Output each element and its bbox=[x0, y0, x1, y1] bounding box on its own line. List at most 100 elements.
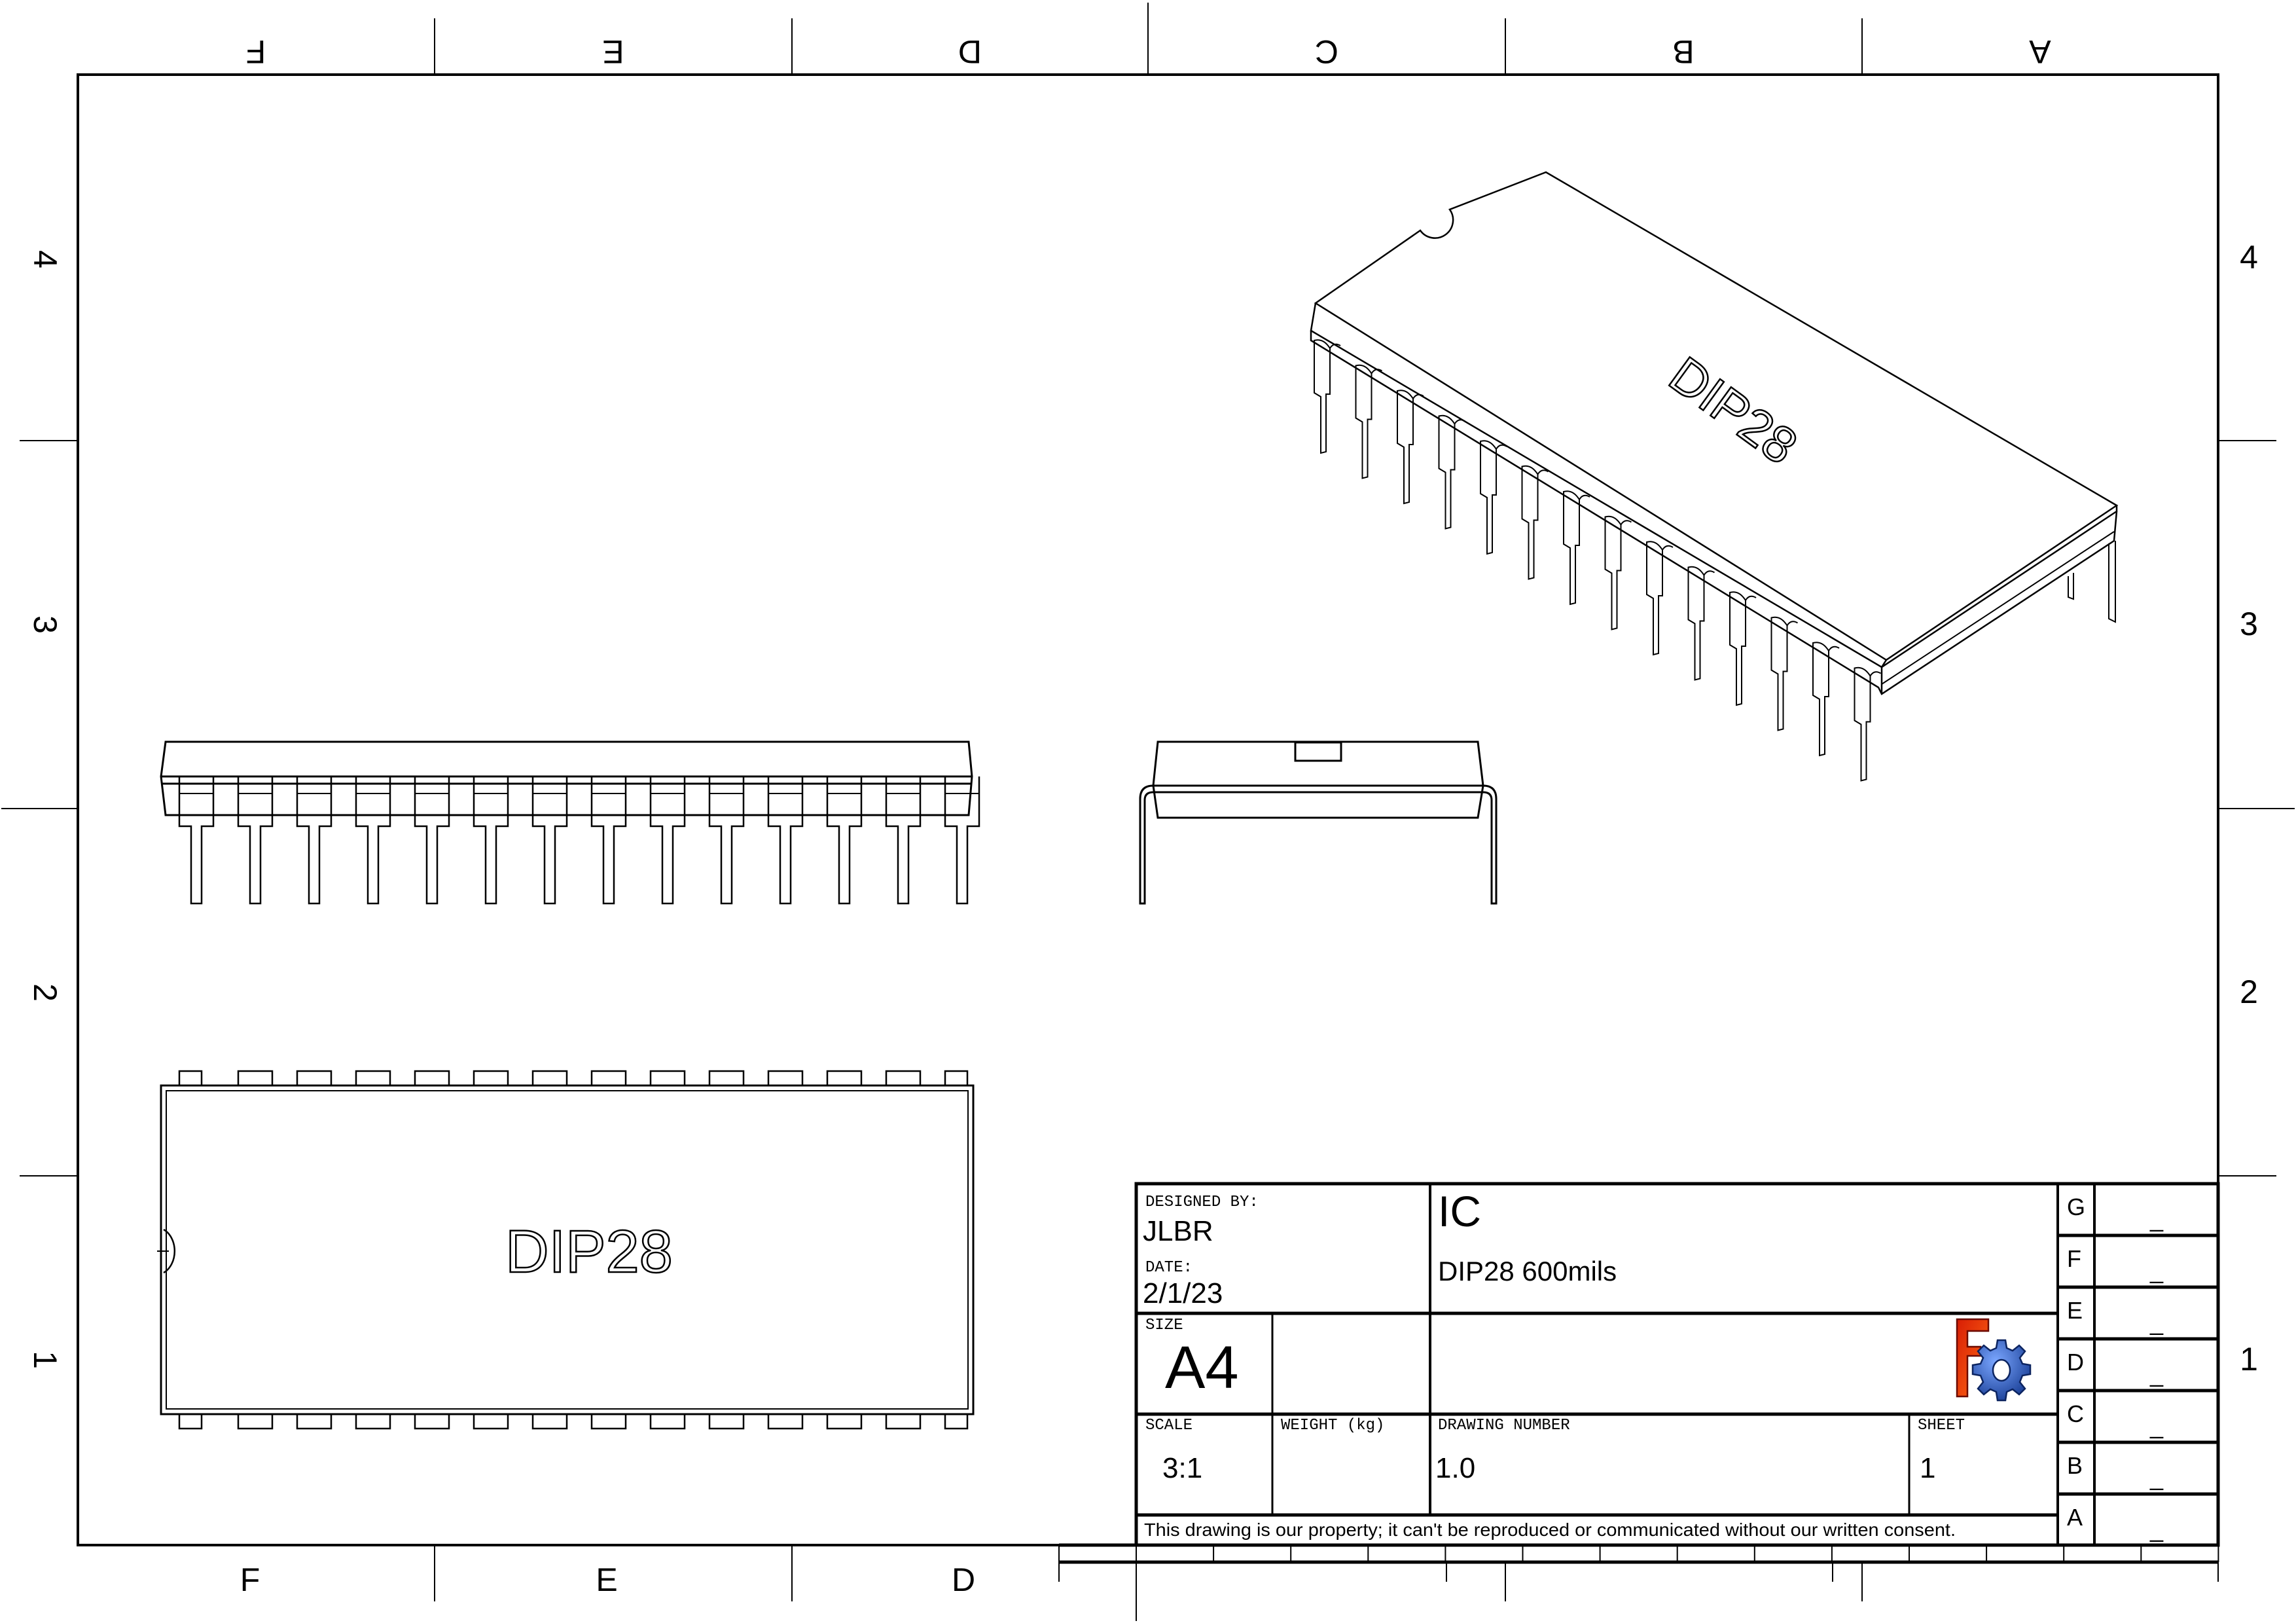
isometric-pin bbox=[1854, 666, 1882, 782]
top-view-label: DIP28 bbox=[505, 1218, 673, 1285]
drawing-subtitle: DIP28 600mils bbox=[1438, 1256, 1617, 1286]
revision-value: _ bbox=[2149, 1412, 2164, 1439]
bottom-pin-pad bbox=[237, 1413, 274, 1430]
weight-label: WEIGHT (kg) bbox=[1281, 1417, 1384, 1434]
isometric-pin bbox=[1521, 465, 1549, 580]
scale-ruler bbox=[1058, 1543, 2219, 1621]
isometric-label: DIP28 bbox=[1659, 346, 1808, 476]
isometric-pin bbox=[1604, 515, 1632, 630]
bottom-pin-pad bbox=[767, 1413, 804, 1430]
border-column-labels-top: F E D C B A bbox=[246, 33, 2051, 70]
col-label-A-top: A bbox=[2029, 33, 2051, 70]
top-pin-pad bbox=[708, 1070, 745, 1087]
top-pin-pad bbox=[531, 1070, 568, 1087]
bottom-pin-pad bbox=[590, 1413, 627, 1430]
col-label-E-top: E bbox=[602, 33, 624, 70]
border-row-labels-left: 4 3 2 1 bbox=[27, 250, 63, 1369]
isometric-pin bbox=[1314, 339, 1341, 454]
revision-value: _ bbox=[2149, 1205, 2164, 1232]
front-pin bbox=[590, 776, 627, 905]
front-pin bbox=[237, 776, 274, 905]
side-view bbox=[1139, 740, 1498, 905]
revision-letter: A bbox=[2067, 1504, 2083, 1531]
sheet-value: 1 bbox=[1920, 1452, 1935, 1484]
front-pin bbox=[355, 776, 391, 905]
front-pin bbox=[944, 776, 980, 905]
top-pin-pad bbox=[590, 1070, 627, 1087]
isometric-pin bbox=[1812, 642, 1840, 757]
scale-label: SCALE bbox=[1145, 1417, 1193, 1434]
top-pin-pad bbox=[473, 1070, 509, 1087]
col-label-C-top: C bbox=[1315, 33, 1338, 70]
title-block: DESIGNED BY: JLBR DATE: 2/1/23 IC DIP28 … bbox=[1134, 1182, 2220, 1547]
revision-letter: F bbox=[2067, 1245, 2081, 1272]
designed-by-value: JLBR bbox=[1143, 1215, 1213, 1247]
border-column-labels-bottom: F E D bbox=[240, 1561, 975, 1598]
top-pin-pad bbox=[414, 1070, 450, 1087]
bottom-pin-pad bbox=[944, 1413, 969, 1430]
front-view bbox=[160, 740, 980, 905]
freecad-logo-icon bbox=[1956, 1318, 2032, 1402]
row-label-2-right: 2 bbox=[2240, 974, 2258, 1010]
bottom-pin-pad bbox=[355, 1413, 391, 1430]
front-pin bbox=[708, 776, 745, 905]
revision-value: _ bbox=[2149, 1257, 2164, 1284]
col-label-D-bottom: D bbox=[952, 1561, 975, 1598]
top-pin-pad bbox=[178, 1070, 203, 1087]
front-pin bbox=[885, 776, 922, 905]
front-pin bbox=[178, 776, 215, 905]
row-label-3-right: 3 bbox=[2240, 606, 2258, 642]
date-value: 2/1/23 bbox=[1143, 1277, 1223, 1309]
bottom-pin-pad bbox=[885, 1413, 922, 1430]
drawing-number-label: DRAWING NUMBER bbox=[1438, 1417, 1570, 1434]
front-pin bbox=[296, 776, 332, 905]
front-pin bbox=[414, 776, 450, 905]
front-pin bbox=[826, 776, 863, 905]
revision-value: _ bbox=[2149, 1464, 2164, 1491]
top-pin-pad bbox=[296, 1070, 332, 1087]
isometric-pin bbox=[1480, 440, 1507, 555]
bottom-pin-pad bbox=[473, 1413, 509, 1430]
top-view: DIP28 bbox=[157, 1070, 975, 1430]
top-pin-pad bbox=[944, 1070, 969, 1087]
isometric-pin bbox=[1687, 566, 1715, 681]
date-label: DATE: bbox=[1145, 1259, 1193, 1277]
isometric-pin bbox=[1770, 616, 1799, 731]
revision-value: _ bbox=[2149, 1309, 2164, 1336]
isometric-pin bbox=[1438, 414, 1466, 530]
row-label-2-left: 2 bbox=[27, 983, 63, 1002]
top-pin-pad bbox=[237, 1070, 274, 1087]
size-value: A4 bbox=[1165, 1334, 1239, 1401]
top-pin-pad bbox=[649, 1070, 686, 1087]
border-row-labels-right: 4 3 2 1 bbox=[2240, 239, 2258, 1377]
disclaimer-text: This drawing is our property; it can't b… bbox=[1144, 1520, 1956, 1540]
front-pin bbox=[649, 776, 686, 905]
row-label-4-right: 4 bbox=[2240, 239, 2258, 276]
col-label-E-bottom: E bbox=[596, 1561, 617, 1598]
sheet-label: SHEET bbox=[1918, 1417, 1965, 1434]
bottom-pin-pad bbox=[178, 1413, 203, 1430]
row-label-4-left: 4 bbox=[27, 250, 63, 268]
front-pin bbox=[531, 776, 568, 905]
drawing-title: IC bbox=[1438, 1187, 1481, 1235]
revision-letter: D bbox=[2067, 1349, 2084, 1376]
bottom-pin-pad bbox=[649, 1413, 686, 1430]
bottom-pin-pad bbox=[531, 1413, 568, 1430]
scale-value: 3:1 bbox=[1162, 1452, 1202, 1484]
bottom-pin-pad bbox=[414, 1413, 450, 1430]
col-label-F-top: F bbox=[246, 33, 266, 70]
revision-letter: C bbox=[2067, 1400, 2084, 1427]
isometric-pin bbox=[1355, 364, 1383, 479]
top-pin-pad bbox=[826, 1070, 863, 1087]
isometric-pin bbox=[1563, 490, 1590, 606]
isometric-pin bbox=[1397, 390, 1424, 505]
col-label-F-bottom: F bbox=[240, 1561, 260, 1598]
top-pin-pad bbox=[885, 1070, 922, 1087]
bottom-pin-pad bbox=[296, 1413, 332, 1430]
row-label-1-left: 1 bbox=[27, 1351, 63, 1369]
drawing-number-value: 1.0 bbox=[1435, 1452, 1475, 1484]
row-label-3-left: 3 bbox=[27, 615, 63, 634]
front-pin bbox=[473, 776, 509, 905]
bottom-pin-pad bbox=[708, 1413, 745, 1430]
